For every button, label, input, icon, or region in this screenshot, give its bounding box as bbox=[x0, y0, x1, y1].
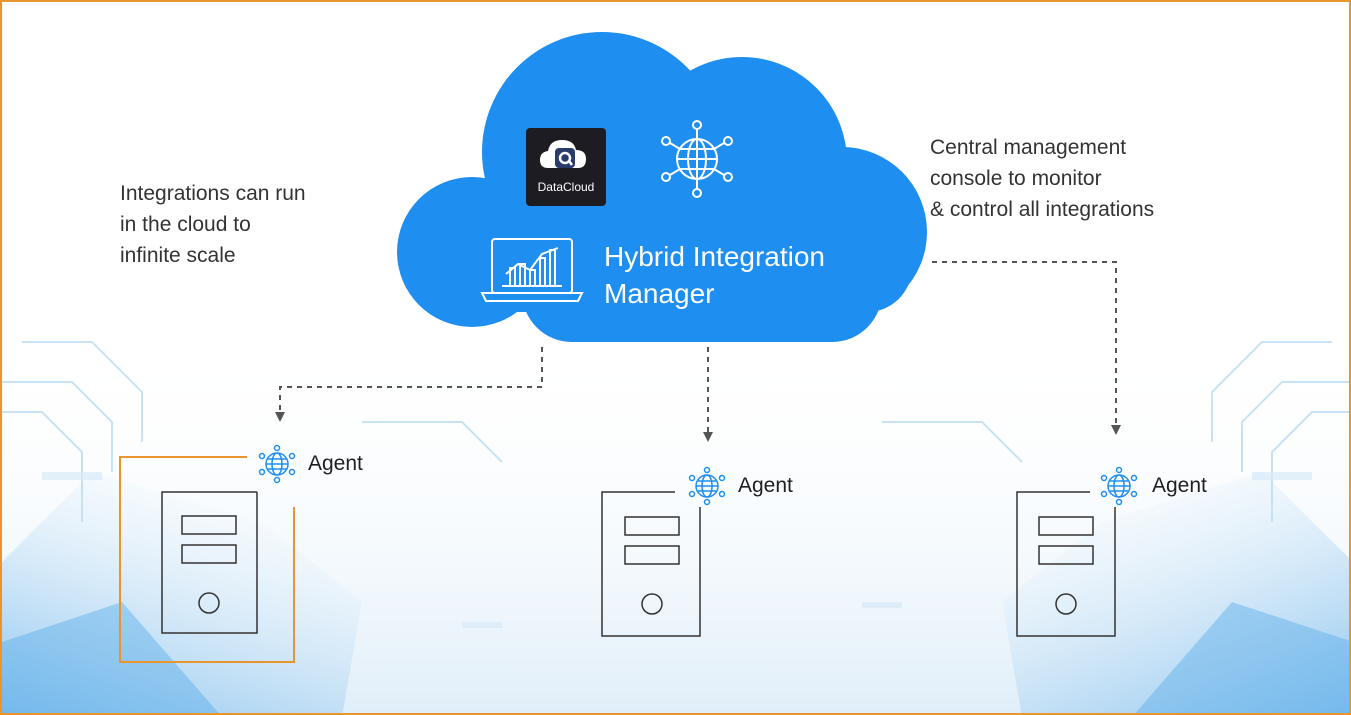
datacloud-logo-icon: DataCloud bbox=[526, 128, 606, 206]
agent-globe-icon bbox=[688, 466, 726, 506]
agent-label: Agent bbox=[738, 474, 793, 497]
note-line: & control all integrations bbox=[930, 198, 1155, 221]
server-icon bbox=[1016, 491, 1116, 637]
note-line: infinite scale bbox=[120, 244, 236, 267]
agent-globe-icon bbox=[258, 444, 296, 484]
connector-left bbox=[275, 347, 543, 422]
note-line: Central management bbox=[930, 136, 1127, 159]
hub-title-line: Hybrid Integration bbox=[604, 241, 826, 272]
agent-label: Agent bbox=[1152, 474, 1207, 497]
agent-globe-icon bbox=[1100, 466, 1138, 506]
server-icon bbox=[601, 491, 701, 637]
note-line: console to monitor bbox=[930, 167, 1102, 190]
server-icon bbox=[161, 491, 258, 634]
hub-title: Hybrid Integration Manager bbox=[604, 238, 825, 312]
agent-highlight-bracket bbox=[119, 456, 295, 663]
note-line: in the cloud to bbox=[120, 213, 251, 236]
left-note: Integrations can run in the cloud to inf… bbox=[120, 178, 306, 271]
network-globe-icon bbox=[661, 120, 733, 198]
connector-right bbox=[932, 261, 1121, 435]
note-line: Integrations can run bbox=[120, 182, 306, 205]
analytics-laptop-icon bbox=[480, 238, 584, 302]
logo-text: DataCloud bbox=[537, 180, 595, 194]
agent-label: Agent bbox=[308, 452, 363, 475]
hub-title-line: Manager bbox=[604, 278, 715, 309]
right-note: Central management console to monitor & … bbox=[930, 132, 1154, 225]
